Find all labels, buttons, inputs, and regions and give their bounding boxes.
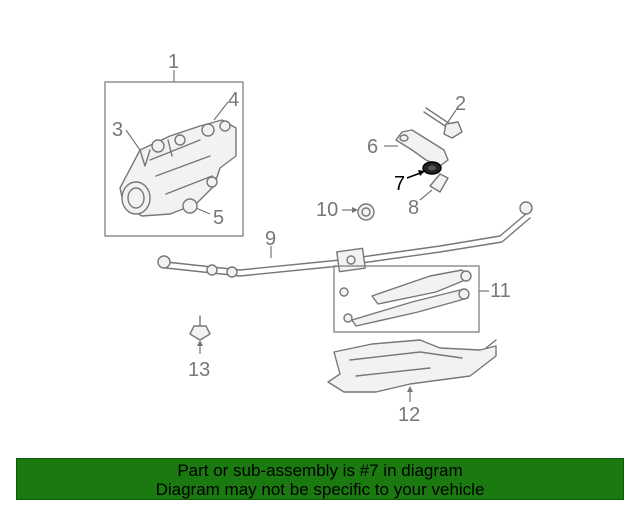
callout-8: 8	[408, 197, 419, 219]
callout-12: 12	[398, 404, 420, 426]
callout-7: 7	[394, 173, 405, 195]
callout-4: 4	[228, 89, 239, 111]
parts-diagram: 1 2 3 4 5 6 7 8 9 10 11 12 13	[104, 51, 533, 426]
info-banner: Part or sub-assembly is #7 in diagram Di…	[16, 458, 624, 500]
banner-line-2: Diagram may not be specific to your vehi…	[155, 480, 485, 499]
damper-box	[333, 265, 480, 333]
bolt-2[interactable]	[423, 107, 463, 139]
callout-10: 10	[316, 199, 338, 221]
sleeve-8[interactable]	[429, 173, 449, 193]
bracket-6[interactable]	[395, 129, 449, 167]
callout-6: 6	[367, 136, 378, 158]
bolt-13[interactable]	[189, 315, 211, 341]
callout-9: 9	[265, 228, 276, 250]
callout-11: 11	[490, 280, 511, 302]
callout-1: 1	[168, 51, 179, 73]
callout-3: 3	[112, 119, 123, 141]
callout-5: 5	[213, 207, 224, 229]
steering-gear[interactable]	[119, 119, 237, 217]
callout-2: 2	[455, 93, 466, 115]
bushing-7[interactable]	[422, 161, 442, 175]
skid-plate-12[interactable]	[327, 339, 497, 393]
callout-13: 13	[188, 359, 210, 381]
banner-line-1: Part or sub-assembly is #7 in diagram	[177, 461, 463, 480]
steering-damper-11[interactable]	[339, 269, 472, 327]
nut-10[interactable]	[357, 203, 375, 221]
